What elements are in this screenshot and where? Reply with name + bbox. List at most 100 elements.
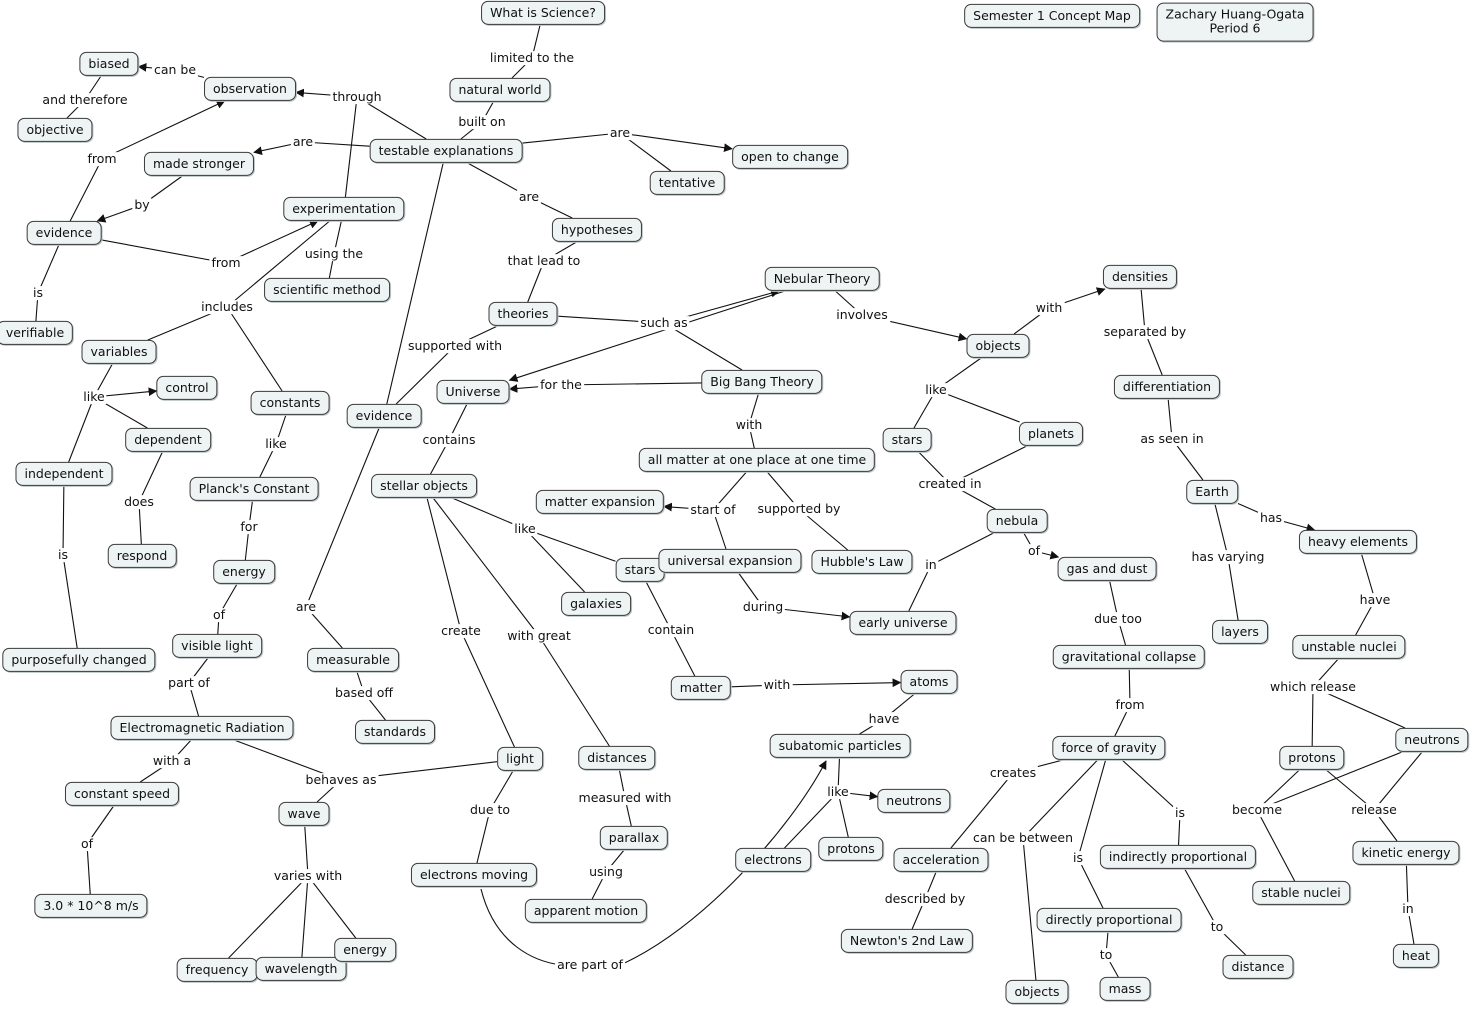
concept-wavelength[interactable]: wavelength [255,956,347,982]
concept-objects-top[interactable]: objects [966,333,1030,359]
concept-unstable-nuclei[interactable]: unstable nuclei [1292,634,1406,660]
concept-early-universe[interactable]: early universe [849,610,957,636]
concept-protons-mid[interactable]: protons [818,836,884,862]
concept-stars-mid[interactable]: stars [615,557,665,583]
concept-objects-bottom[interactable]: objects [1005,979,1069,1005]
concept-respond[interactable]: respond [107,543,177,569]
concept-frequency[interactable]: frequency [176,957,258,983]
concept-hubbles-law[interactable]: Hubble's Law [811,549,913,575]
concept-heat[interactable]: heat [1392,943,1440,969]
link-label-with-dens: with [1033,300,1065,316]
concept-atoms[interactable]: atoms [900,669,958,695]
concept-layers[interactable]: layers [1212,619,1268,645]
concept-independent[interactable]: independent [15,461,113,487]
concept-neutrons-mid[interactable]: neutrons [877,788,951,814]
concept-energy-low[interactable]: energy [334,937,396,963]
link-label-like-stellar: like [512,521,538,537]
concept-hypotheses[interactable]: hypotheses [551,217,643,243]
concept-measurable[interactable]: measurable [307,647,399,673]
concept-matter[interactable]: matter [670,675,732,701]
concept-directly-proportional[interactable]: directly proportional [1036,907,1182,933]
concept-stellar-objects[interactable]: stellar objects [371,473,477,499]
concept-biased[interactable]: biased [79,51,139,77]
concept-map-title[interactable]: Semester 1 Concept Map [964,3,1140,29]
concept-planets[interactable]: planets [1018,421,1084,447]
concept-author[interactable]: Zachary Huang-Ogata Period 6 [1156,2,1314,42]
concept-open-to-change[interactable]: open to change [732,144,848,170]
concept-constants[interactable]: constants [250,390,330,416]
concept-verifiable[interactable]: verifiable [0,320,74,346]
concept-heavy-elements[interactable]: heavy elements [1298,529,1418,555]
concept-all-matter[interactable]: all matter at one place at one time [638,447,876,473]
concept-earth[interactable]: Earth [1186,479,1238,505]
concept-purposefully-changed[interactable]: purposefully changed [2,647,156,673]
concept-nebular-theory[interactable]: Nebular Theory [764,266,880,292]
concept-visible-light[interactable]: visible light [172,633,262,659]
concept-scientific-method[interactable]: scientific method [264,277,390,303]
concept-wave[interactable]: wave [278,801,330,827]
concept-dependent[interactable]: dependent [125,427,211,453]
link-label-with-atoms: with [761,677,793,693]
concept-nebula[interactable]: nebula [986,508,1048,534]
concept-made-stronger[interactable]: made stronger [143,151,255,177]
concept-electrons[interactable]: electrons [735,847,811,873]
concept-galaxies[interactable]: galaxies [561,591,631,617]
concept-plancks-constant[interactable]: Planck's Constant [189,476,319,502]
concept-force-of-gravity[interactable]: force of gravity [1052,735,1166,761]
concept-matter-expansion[interactable]: matter expansion [535,489,665,515]
concept-universe[interactable]: Universe [436,379,510,405]
concept-universal-expansion[interactable]: universal expansion [658,548,802,574]
concept-mass[interactable]: mass [1099,976,1151,1002]
concept-differentiation[interactable]: differentiation [1113,374,1221,400]
concept-theories[interactable]: theories [488,301,558,327]
concept-acceleration[interactable]: acceleration [893,847,989,873]
concept-energy-mid[interactable]: energy [213,559,275,585]
concept-light[interactable]: light [497,746,543,772]
concept-what-is-science[interactable]: What is Science? [481,0,605,26]
concept-variables[interactable]: variables [81,339,157,365]
concept-neutrons-right[interactable]: neutrons [1395,727,1469,753]
edge-through-to-experimentation [344,96,358,198]
concept-objective[interactable]: objective [17,117,93,143]
link-label-described-by: described by [882,891,968,907]
link-label-using-the: using the [302,246,366,262]
concept-gravitational-collapse[interactable]: gravitational collapse [1052,644,1206,670]
concept-kinetic-energy[interactable]: kinetic energy [1352,840,1460,866]
concept-tentative[interactable]: tentative [649,170,725,196]
concept-electrons-moving[interactable]: electrons moving [410,862,538,888]
concept-standards[interactable]: standards [355,719,435,745]
edge-such-as-to-big-bang-theory [663,322,743,371]
concept-testable-explanations[interactable]: testable explanations [369,138,523,164]
link-label-for-the: for the [538,377,584,393]
concept-distances[interactable]: distances [578,745,656,771]
concept-constant-speed[interactable]: constant speed [64,781,180,807]
concept-natural-world[interactable]: natural world [449,77,551,103]
concept-apparent-motion[interactable]: apparent motion [524,898,648,924]
concept-parallax[interactable]: parallax [599,825,669,851]
concept-stars-right[interactable]: stars [882,427,932,453]
link-label-from-grav: from [1113,697,1147,713]
edge-dependent-to-does [138,451,163,503]
concept-control[interactable]: control [156,375,218,401]
concept-evidence-mid[interactable]: evidence [346,403,422,429]
link-label-in-heat: in [1400,901,1416,917]
edge-experimentation-to-includes [226,220,331,308]
concept-em-radiation[interactable]: Electromagnetic Radiation [110,715,294,741]
concept-indirectly-proportional[interactable]: indirectly proportional [1099,844,1257,870]
concept-stable-nuclei[interactable]: stable nuclei [1252,880,1350,906]
concept-densities[interactable]: densities [1102,264,1178,290]
concept-distance[interactable]: distance [1222,954,1294,980]
concept-gas-and-dust[interactable]: gas and dust [1057,556,1157,582]
concept-big-bang-theory[interactable]: Big Bang Theory [701,369,823,395]
concept-experimentation[interactable]: experimentation [283,196,405,222]
concept-newtons-2nd-law[interactable]: Newton's 2nd Law [840,928,974,954]
concept-protons-right[interactable]: protons [1279,745,1345,771]
concept-speed-value[interactable]: 3.0 * 10^8 m/s [34,893,148,919]
concept-evidence-left[interactable]: evidence [26,220,102,246]
edge-varies-with-to-frequency [228,875,309,959]
edge-varies-with-to-energy-low [307,875,357,939]
link-label-involves: involves [834,307,890,323]
edge-can-be-between-to-objects-bottom [1022,837,1037,981]
concept-observation[interactable]: observation [204,76,296,102]
concept-subatomic-particles[interactable]: subatomic particles [769,733,911,759]
